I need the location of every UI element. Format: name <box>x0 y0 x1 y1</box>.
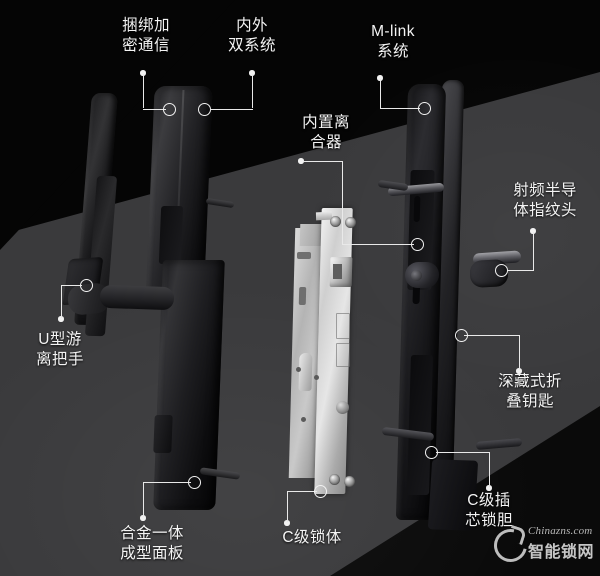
callout-leader-clutch-v <box>342 161 343 244</box>
callout-label-alloy-panel: 合金一体 成型面板 <box>120 525 184 562</box>
part-alloy-panel-nub <box>153 415 173 453</box>
part-mortise-screw-hole <box>330 216 341 227</box>
callout-label-c-level-core: C级插 芯锁胆 <box>465 492 513 529</box>
callout-leader-clutch-h1 <box>303 161 343 162</box>
callout-label-encrypted-comm: 捆绑加 密通信 <box>122 17 170 54</box>
callout-nub-encrypted-comm <box>140 70 146 76</box>
callout-nub-c-level-lockbody <box>284 520 290 526</box>
part-mortise-panel-outline <box>336 313 350 339</box>
part-mortise-screw-hole <box>329 474 340 485</box>
callout-nub-c-level-core <box>486 485 492 491</box>
callout-leader-dual-system-h <box>211 109 253 110</box>
callout-leader-encrypted-comm-h <box>143 109 166 110</box>
callout-leader-alloy-panel-v <box>143 482 144 517</box>
callout-nub-u-handle <box>58 316 64 322</box>
part-mortise-cylinder-housing <box>298 353 313 391</box>
part-mortise-center-screw <box>336 401 349 414</box>
callout-ring-built-in-clutch <box>411 238 424 251</box>
site-watermark: Chinazns.com 智能锁网 <box>492 516 596 568</box>
callout-label-u-handle: U型游 离把手 <box>36 331 84 368</box>
callout-label-hidden-folding-key: 深藏式折 叠钥匙 <box>498 373 562 410</box>
part-mortise-screw-hole <box>345 217 356 228</box>
callout-ring-alloy-panel <box>188 476 201 489</box>
part-u-handle-bar <box>99 284 175 311</box>
callout-leader-c-lockbody-h <box>287 491 317 492</box>
part-thumbturn-knob-core <box>411 270 422 281</box>
callout-label-m-link-system: M-link 系统 <box>371 23 415 60</box>
callout-leader-dual-system-v <box>252 74 253 108</box>
callout-nub-built-in-clutch <box>298 158 304 164</box>
callout-leader-folding-key-h <box>464 335 520 336</box>
callout-leader-c-lockbody-v <box>287 491 288 522</box>
callout-leader-m-link-h <box>380 108 420 109</box>
callout-leader-rf-fp-h <box>507 270 534 271</box>
callout-nub-rf-fingerprint <box>530 228 536 234</box>
watermark-logo-icon <box>492 526 526 560</box>
part-mortise-screw-hole <box>344 476 355 487</box>
callout-leader-u-handle-v <box>61 285 62 318</box>
callout-ring-rf-fingerprint <box>495 264 508 277</box>
callout-label-rf-fingerprint: 射频半导 体指纹头 <box>513 182 577 219</box>
part-mortise-rivet <box>296 367 301 372</box>
callout-ring-m-link-system <box>418 102 431 115</box>
part-mortise-slot <box>298 287 307 305</box>
callout-leader-alloy-panel-h <box>143 482 191 483</box>
part-exterior-panel-slot-upper <box>413 196 421 222</box>
callout-ring-hidden-folding-key <box>455 329 468 342</box>
part-mortise-panel-outline <box>336 343 350 367</box>
callout-ring-c-level-lockbody <box>314 485 327 498</box>
callout-nub-hidden-folding-key <box>516 368 522 374</box>
part-mortise-slot <box>297 252 311 259</box>
watermark-site-name: 智能锁网 <box>528 544 595 561</box>
part-mortise-latch-notch <box>333 264 342 279</box>
watermark-domain-text: Chinazns.com <box>528 525 593 537</box>
callout-ring-dual-system <box>198 103 211 116</box>
callout-leader-c-core-v <box>489 452 490 487</box>
callout-label-c-level-lockbody: C级锁体 <box>282 529 342 546</box>
callout-leader-u-handle-h <box>61 285 82 286</box>
callout-label-built-in-clutch: 内置离 合器 <box>302 114 350 151</box>
part-mortise-rivet <box>314 375 319 380</box>
part-mortise-rivet <box>301 417 306 422</box>
callout-leader-m-link-v <box>380 79 381 108</box>
callout-leader-clutch-h2 <box>342 244 414 245</box>
callout-ring-encrypted-comm <box>163 103 176 116</box>
part-thumbturn-knob <box>404 262 440 288</box>
part-exterior-panel-inlay-lower <box>407 355 433 495</box>
callout-ring-c-level-core <box>425 446 438 459</box>
callout-nub-dual-system <box>249 70 255 76</box>
callout-leader-folding-key-v <box>519 335 520 370</box>
callout-nub-m-link-system <box>377 75 383 81</box>
callout-nub-alloy-panel <box>140 515 146 521</box>
callout-ring-u-handle <box>80 279 93 292</box>
callout-leader-encrypted-comm-v <box>143 74 144 108</box>
callout-leader-c-core-h <box>436 452 490 453</box>
callout-leader-rf-fp-v <box>533 232 534 270</box>
part-interior-panel-recess <box>158 206 184 264</box>
callout-label-dual-system: 内外 双系统 <box>228 17 276 54</box>
